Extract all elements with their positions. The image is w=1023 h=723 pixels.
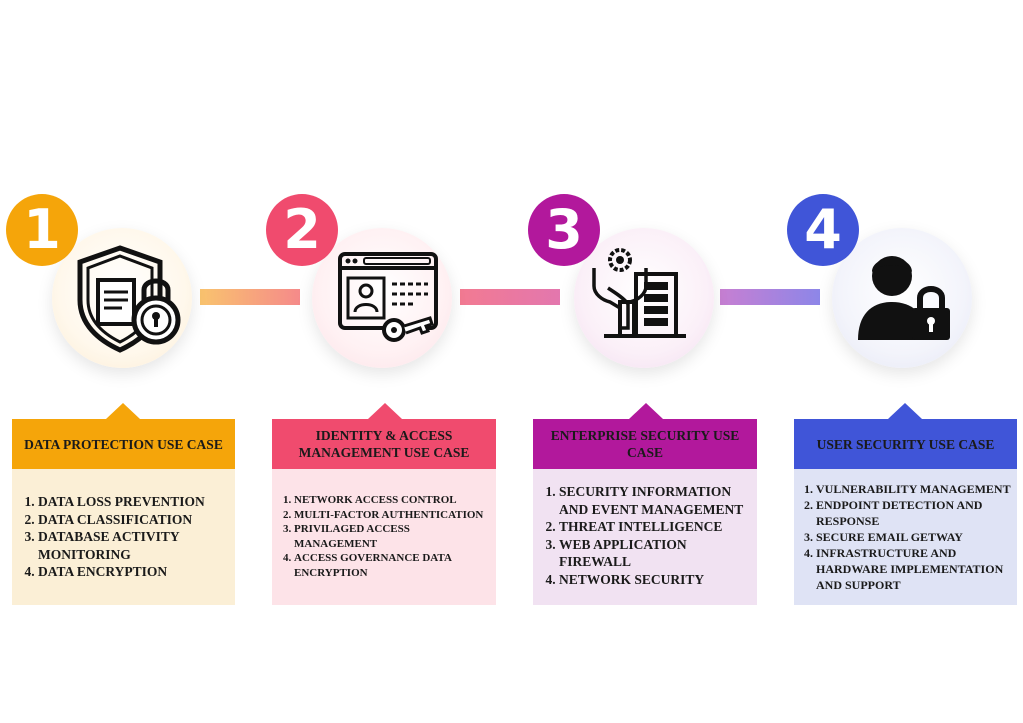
- step-3-title: ENTERPRISE SECURITY USE CASE: [533, 419, 757, 469]
- list-item: PRIVILAGED ACCESS MANAGEMENT: [294, 522, 492, 551]
- step-4-number-badge: 4: [787, 194, 859, 266]
- step-2-pointer: [368, 403, 402, 419]
- browser-id-key-icon: [338, 252, 438, 342]
- step-4-icon-circle: [832, 228, 972, 368]
- step-1-pointer: [106, 403, 140, 419]
- list-item: ACCESS GOVERNANCE DATA ENCRYPTION: [294, 551, 492, 580]
- list-item: VULNERABILITY MANAGEMENT: [816, 481, 1015, 497]
- connector-2-3: [460, 289, 560, 305]
- list-item: ENDPOINT DETECTION AND RESPONSE: [816, 497, 1015, 529]
- user-lock-icon: [858, 256, 950, 340]
- list-item: DATA CLASSIFICATION: [38, 511, 229, 529]
- step-2-icon-circle: [312, 228, 452, 368]
- list-item: NETWORK ACCESS CONTROL: [294, 493, 492, 508]
- shield-lock-document-icon: [77, 245, 181, 353]
- step-3-number-badge: 3: [528, 194, 600, 266]
- list-item: DATABASE ACTIVITY MONITORING: [38, 528, 229, 563]
- hands-gear-building-icon: [592, 248, 686, 338]
- step-3-pointer: [629, 403, 663, 419]
- step-2-title: IDENTITY & ACCESS MANAGEMENT USE CASE: [272, 419, 496, 469]
- list-item: NETWORK SECURITY: [559, 571, 753, 589]
- list-item: SECURITY INFORMATION AND EVENT MANAGEMEN…: [559, 483, 753, 518]
- step-4-list: VULNERABILITY MANAGEMENT ENDPOINT DETECT…: [794, 481, 1015, 593]
- step-2-number-badge: 2: [266, 194, 338, 266]
- step-2-list: NETWORK ACCESS CONTROL MULTI-FACTOR AUTH…: [272, 493, 492, 580]
- step-3-icon-circle: [574, 228, 714, 368]
- step-4-title: USER SECURITY USE CASE: [794, 419, 1017, 469]
- step-1-list-box: DATA LOSS PREVENTION DATA CLASSIFICATION…: [12, 469, 235, 605]
- list-item: THREAT INTELLIGENCE: [559, 518, 753, 536]
- connector-3-4: [720, 289, 820, 305]
- list-item: MULTI-FACTOR AUTHENTICATION: [294, 508, 492, 523]
- step-1-number-badge: 1: [6, 194, 78, 266]
- step-3-list-box: SECURITY INFORMATION AND EVENT MANAGEMEN…: [533, 469, 757, 605]
- step-3-list: SECURITY INFORMATION AND EVENT MANAGEMEN…: [537, 483, 753, 588]
- step-1-list: DATA LOSS PREVENTION DATA CLASSIFICATION…: [16, 493, 229, 581]
- connector-1-2: [200, 289, 300, 305]
- list-item: SECURE EMAIL GETWAY: [816, 529, 1015, 545]
- step-2-list-box: NETWORK ACCESS CONTROL MULTI-FACTOR AUTH…: [272, 469, 496, 605]
- list-item: DATA LOSS PREVENTION: [38, 493, 229, 511]
- step-1-icon-circle: [52, 228, 192, 368]
- step-4-pointer: [888, 403, 922, 419]
- list-item: WEB APPLICATION FIREWALL: [559, 536, 753, 571]
- list-item: INFRASTRUCTURE AND HARDWARE IMPLEMENTATI…: [816, 545, 1015, 593]
- step-4-list-box: VULNERABILITY MANAGEMENT ENDPOINT DETECT…: [794, 469, 1017, 605]
- list-item: DATA ENCRYPTION: [38, 563, 229, 581]
- step-1-title: DATA PROTECTION USE CASE: [12, 419, 235, 469]
